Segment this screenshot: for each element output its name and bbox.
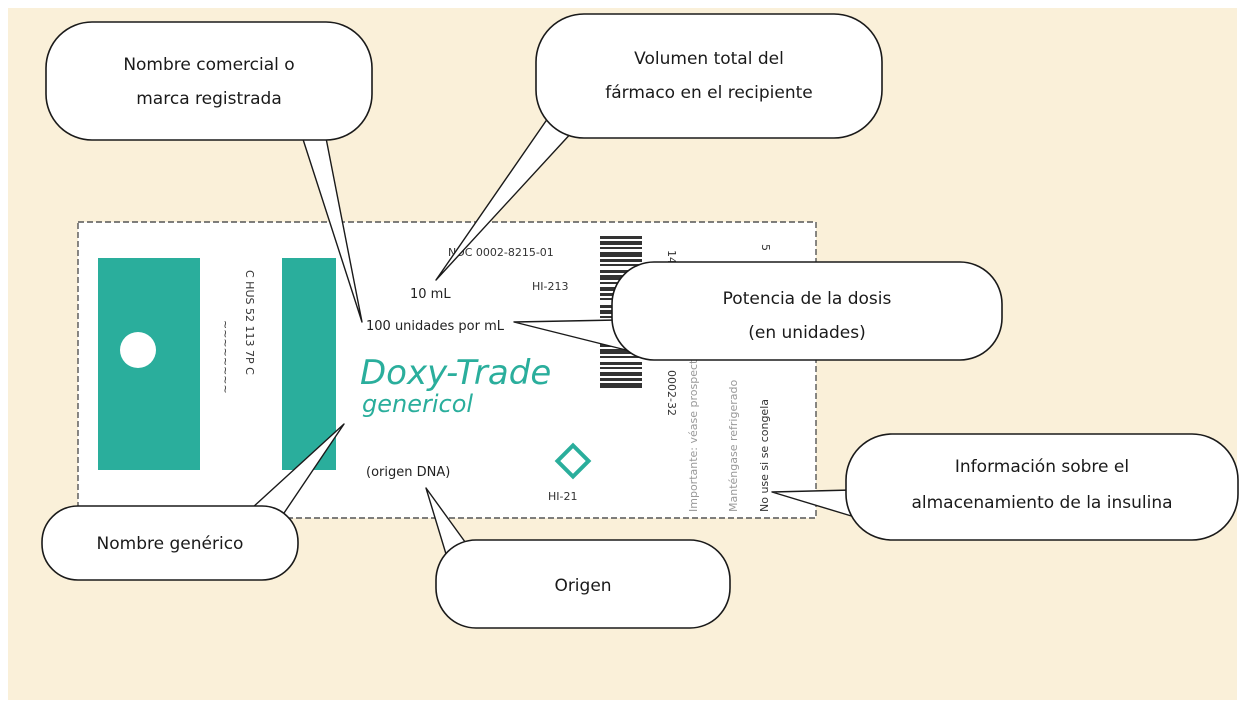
barcode-bar [600,252,642,257]
barcode-bar [600,270,642,273]
callout-volume-line2: fármaco en el recipiente [605,83,812,103]
callout-origin: Origen [425,487,731,629]
rotated-code-2: ~~~~~~~~ [219,320,232,394]
callout-brand-line2: marca registrada [136,89,282,109]
callout-storage: Información sobre el almacenamiento de l… [771,433,1239,541]
barcode-bar [600,378,642,381]
barcode-bar [600,247,642,249]
barcode-bar [600,367,642,369]
callout-volume-line1: Volumen total del [634,49,784,69]
callout-volume: Volumen total del fármaco en el recipien… [435,13,883,281]
callout-strength-line2: (en unidades) [748,323,866,343]
barcode-bar [600,264,642,266]
barcode-bar [600,362,642,365]
teal-panel-right [282,258,336,470]
callout-generic-text: Nombre genérico [97,534,244,554]
brand-name: Doxy-Trade [360,353,551,393]
barcode-bar [600,372,642,376]
side-note-3: No use si se congela [758,399,771,512]
side-note-1: Importante: véase prospecto [687,353,700,512]
barcode-bar [600,356,642,358]
callout-strength-line1: Potencia de la dosis [723,289,892,309]
side-number-2: 5 [759,244,772,251]
generic-name: genericol [362,390,473,418]
barcode-bar [600,383,642,388]
side-note-2: Manténgase refrigerado [727,380,740,512]
side-code: 0002-32 [665,370,678,416]
code-line-2: HI-213 [532,280,568,293]
callout-storage-line2: almacenamiento de la insulina [911,493,1172,513]
callout-strength: Potencia de la dosis (en unidades) [513,261,1003,361]
callout-brand-line1: Nombre comercial o [123,55,294,75]
origin-text: (origen DNA) [366,465,450,480]
barcode-bar [600,241,642,245]
diamond-logo [554,442,592,480]
logo-code: HI-21 [548,490,577,503]
barcode-bar [600,259,642,262]
volume-text: 10 mL [410,287,451,302]
callout-generic: Nombre genérico [41,423,345,581]
barcode-bar [600,349,642,354]
side-number: 14 [665,250,678,264]
code-line-top: NDC 0002-8215-01 [448,246,554,259]
barcode-bar [600,236,642,239]
strength-text: 100 unidades por mL [366,319,505,334]
callout-origin-text: Origen [554,576,611,596]
callout-brand: Nombre comercial o marca registrada [45,21,373,323]
vial-hole [120,332,156,368]
rotated-code-1: C HUS 52 113 7P C [243,270,256,375]
callout-storage-line1: Información sobre el [955,457,1129,477]
